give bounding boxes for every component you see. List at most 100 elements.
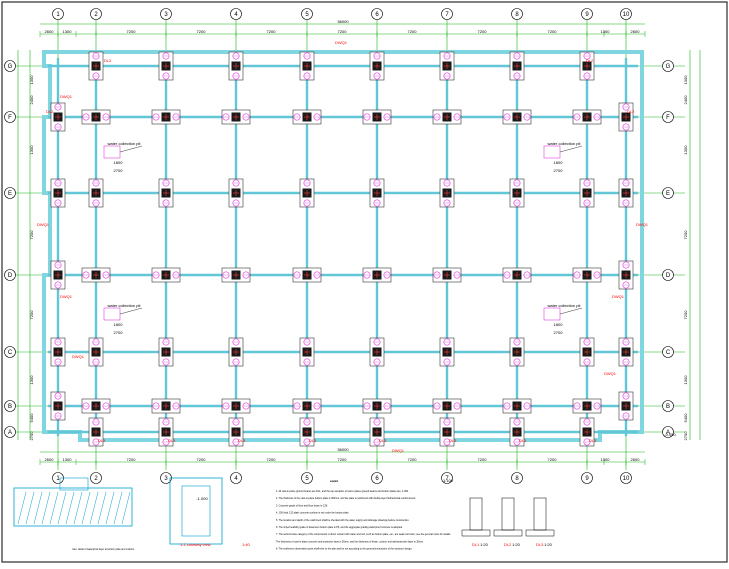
axis-bubble-left: B — [4, 400, 16, 412]
note-item: The thickness of cast-in-place concrete … — [276, 540, 424, 543]
pile-cap — [579, 51, 595, 81]
water-collection-pit: water collection pit 1800 2700 — [103, 303, 143, 335]
pit-dim-a: 1800 — [114, 160, 124, 165]
beam-label: DL2 — [627, 109, 635, 114]
wall-label: DWQ1 — [37, 222, 50, 227]
row-spacing-label: 2400 — [29, 95, 34, 105]
beam-label: DL3 — [238, 438, 246, 443]
pile-cap — [228, 417, 244, 447]
axis-bubble-bottom: 7 — [441, 472, 453, 484]
note-item: 6. The impermeability grade of basement … — [276, 526, 403, 529]
axis-bubble-top: 2 — [90, 8, 102, 20]
axis-bubble-left-circle — [4, 269, 16, 281]
axis-bubble-left-label: D — [8, 273, 13, 279]
axis-bubble-bottom-label: 8 — [515, 476, 519, 482]
pit-dim-b: 2700 — [554, 330, 564, 335]
pile-cap — [221, 109, 251, 125]
column-spacing-label: 7200 — [127, 457, 137, 462]
note-item: 3. Concrete grade of floor and floor bea… — [276, 504, 328, 507]
beam-label: DL3 — [168, 438, 176, 443]
overall-dimension-label: 56000 — [337, 447, 349, 452]
axis-bubble-left-circle — [4, 187, 16, 199]
pit-label: water collection pit — [108, 303, 142, 308]
row-spacing-label: 5400 — [683, 413, 688, 423]
pile-cap — [292, 398, 322, 414]
axis-bubble-top-label: 7 — [445, 12, 449, 18]
wall-label: DWQ1 — [335, 40, 348, 45]
column-spacing-label: 7200 — [548, 457, 558, 462]
beam-label: DL3 — [309, 438, 317, 443]
column-spacing-label: 1300 — [63, 457, 73, 462]
column-spacing-label: 7200 — [478, 29, 488, 34]
pile-cap — [579, 337, 595, 367]
axis-bubble-bottom-circle — [511, 472, 523, 484]
pit-dim-b: 2700 — [554, 168, 564, 173]
note-item: 8. The settlement observation point shal… — [276, 548, 413, 551]
hatch — [17, 491, 27, 525]
axis-bubble-right-label: F — [666, 115, 670, 121]
pile-cap — [439, 51, 455, 81]
axis-bubble-left-label: F — [8, 115, 12, 121]
axis-bubble-bottom: 8 — [511, 472, 523, 484]
pile-cap — [81, 109, 111, 125]
axis-bubble-left-label: B — [8, 404, 12, 410]
hatch — [97, 491, 107, 525]
pile-cap — [362, 398, 392, 414]
axis-bubble-right: F — [662, 111, 674, 123]
row-spacing-label: 1300 — [683, 375, 688, 385]
row-spacing-label: 7200 — [29, 230, 34, 240]
axis-bubble-bottom-circle — [230, 472, 242, 484]
axis-bubble-top-label: 4 — [234, 12, 238, 18]
note-item: 1. All cast-in-place ground beams are DL… — [276, 490, 409, 493]
row-spacing-label: 7200 — [683, 310, 688, 320]
dl-base — [461, 529, 491, 537]
axis-bubble-top: 7 — [441, 8, 453, 20]
dl-scale: 1:20 — [512, 542, 521, 547]
axis-bubble-top: 1 — [52, 8, 64, 20]
pit-dim-b: 2700 — [114, 168, 124, 173]
pile-cap — [50, 337, 66, 367]
hatch — [49, 491, 59, 525]
dl-label: DL2 — [504, 542, 512, 547]
cutaway-inner — [181, 485, 211, 537]
pit-leader — [559, 145, 583, 153]
axis-bubble-left-circle — [4, 111, 16, 123]
row-spacing-label: 1300 — [29, 145, 34, 155]
axis-bubble-top-label: 5 — [305, 12, 309, 18]
beam-label: DL3 — [379, 438, 387, 443]
axis-bubble-top-label: 8 — [515, 12, 519, 18]
wall-label: DWQ1 — [636, 222, 649, 227]
pile-cap — [369, 417, 385, 447]
column-spacing-label: 7200 — [197, 29, 207, 34]
pile-cap — [618, 337, 634, 367]
axis-bubble-bottom-circle — [90, 472, 102, 484]
pile-cap — [88, 337, 104, 367]
row-spacing-label: 1300 — [29, 75, 34, 85]
axis-bubble-right-label: C — [666, 350, 671, 356]
pit-dim-b: 2700 — [114, 330, 124, 335]
pit-leader — [119, 307, 143, 315]
pile-cap — [579, 417, 595, 447]
pile-cap — [88, 178, 104, 208]
pile-cap — [439, 417, 455, 447]
axis-bubble-right-label: D — [666, 273, 671, 279]
pit-leader — [559, 307, 583, 315]
axis-bubble-left-circle — [4, 426, 16, 438]
beam-label: DL2 — [104, 58, 112, 63]
axis-bubble-top: 9 — [581, 8, 593, 20]
pile-cap — [151, 267, 181, 283]
hatch — [89, 491, 99, 525]
axis-bubble-top: 6 — [371, 8, 383, 20]
column-spacing-label: 2600 — [45, 29, 55, 34]
pile-cap — [50, 178, 66, 208]
wall-label: DWQ1 — [60, 294, 73, 299]
pit-label: water collection pit — [548, 141, 582, 146]
pit-dim-a: 1800 — [114, 322, 124, 327]
detail-footer-note: note: detail of waterproof layer at bott… — [72, 548, 135, 551]
axis-bubble-left-circle — [4, 346, 16, 358]
column-spacing-label: 7200 — [267, 29, 277, 34]
pile-cap — [299, 337, 315, 367]
column-spacing-label: 7200 — [548, 29, 558, 34]
cutaway-scale: 1:40 — [242, 542, 251, 547]
